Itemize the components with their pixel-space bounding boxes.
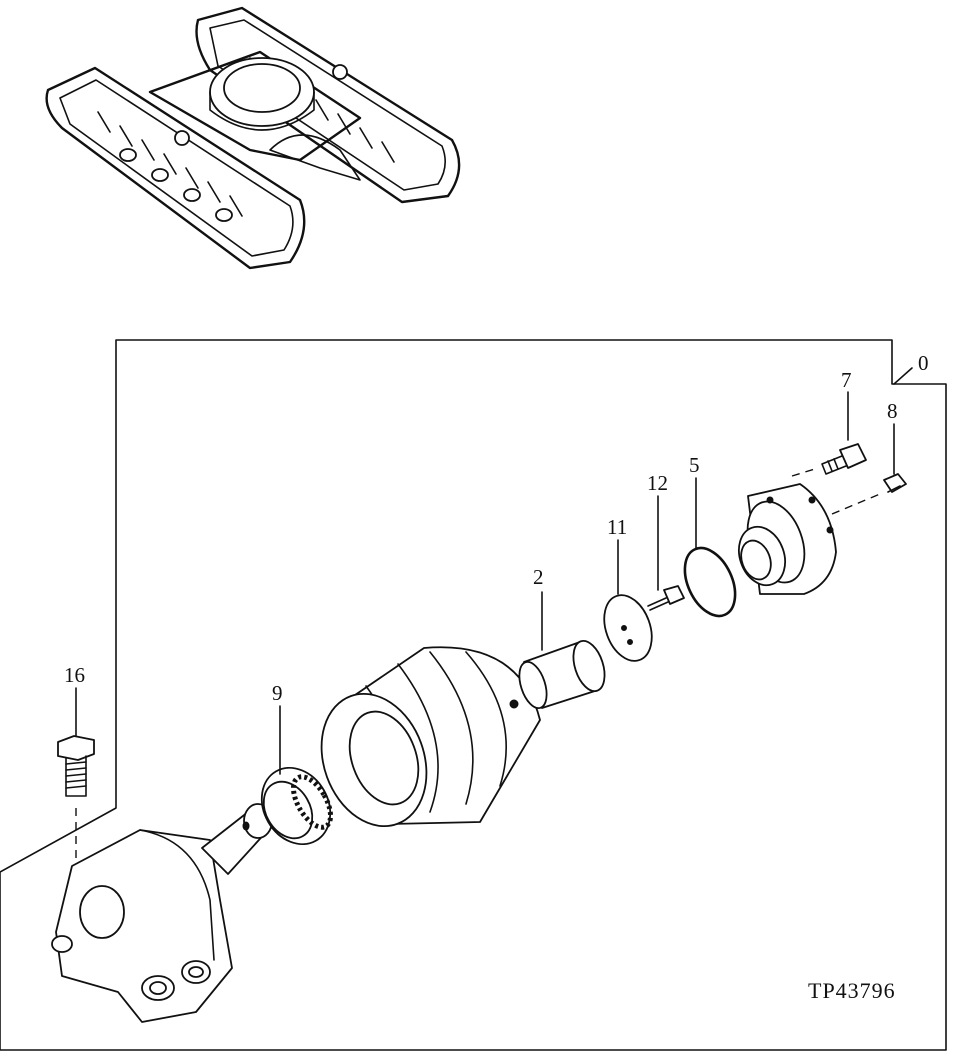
callout-0: 0 [918,351,929,375]
callout-5: 5 [689,453,700,477]
undercarriage-overview [45,6,461,270]
assembly-frame [0,339,947,1051]
roller-body [320,646,541,828]
bolt-16 [57,687,95,870]
screw-12 [647,495,685,611]
callout-16: 16 [64,663,85,687]
figure-reference-code: TP43796 [808,978,896,1003]
o-ring-5 [683,477,737,618]
bushing-2 [518,591,606,710]
callout-11: 11 [607,515,627,539]
thrust-plate-11 [603,539,653,662]
end-collar [738,467,881,595]
callout-2: 2 [533,565,544,589]
bolt-7 [821,391,867,475]
floating-seal-9 [260,705,334,846]
callout-7: 7 [841,368,852,392]
leader-0 [893,367,913,385]
callout-8: 8 [887,399,898,423]
callout-9: 9 [272,681,283,705]
roller-bracket [51,803,273,1023]
plug-8 [883,423,907,493]
callout-12: 12 [647,471,668,495]
